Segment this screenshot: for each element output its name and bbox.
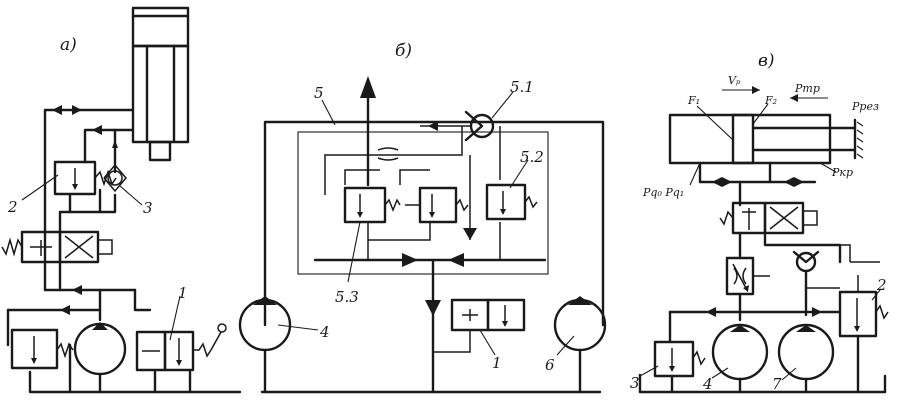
label-b-1: 1 <box>492 354 502 372</box>
label-v-3: 3 <box>630 374 640 392</box>
directional-valve-a <box>1 230 113 264</box>
check-valve-3-a <box>103 163 127 193</box>
label-b-4: 4 <box>319 323 330 341</box>
check-valve-5-1 <box>464 110 495 142</box>
diagram-b: б) <box>238 41 607 394</box>
label-a-3: 3 <box>143 199 153 217</box>
valve-2-a <box>53 160 117 196</box>
label-b-6: 6 <box>545 356 555 374</box>
pump-4-v <box>711 323 769 381</box>
label-b-5-3: 5.3 <box>335 288 359 306</box>
valve-5-3 <box>343 186 401 224</box>
valve-5-2 <box>485 183 538 221</box>
valve-1-b <box>433 298 526 353</box>
label-v-7: 7 <box>772 375 782 393</box>
diagram-v-title: в) <box>758 51 775 71</box>
label-a-2: 2 <box>7 198 18 216</box>
diagram-v: в) <box>630 51 889 394</box>
pump-6 <box>553 296 607 394</box>
pump-7-v <box>777 323 835 381</box>
valve-1-a <box>135 323 227 372</box>
throttle-v <box>725 256 755 296</box>
label-b-5-2: 5.2 <box>520 148 544 166</box>
label-v-2: 2 <box>876 276 887 294</box>
lines-a <box>6 108 242 394</box>
diagram-b-title: б) <box>395 41 412 61</box>
pump-a <box>73 322 127 376</box>
valve-2-v <box>838 275 889 394</box>
label-a-1: 1 <box>178 284 188 302</box>
label-b-5: 5 <box>314 84 324 102</box>
label-v-f1: F₁ <box>687 94 700 107</box>
label-v-vp: Vₚ <box>728 74 741 87</box>
valve-middle-b <box>418 186 469 224</box>
label-v-f2: F₂ <box>764 94 777 107</box>
diagram-a: а) <box>1 6 242 394</box>
pump-4 <box>238 296 292 394</box>
directional-valve-v <box>719 201 818 235</box>
diagram-a-title: а) <box>60 35 77 55</box>
flow-arrows-a <box>52 105 118 315</box>
label-v-4: 4 <box>702 375 713 393</box>
label-v-prez: Pрез <box>851 100 879 113</box>
label-v-ptr: Pтр <box>794 82 820 95</box>
label-v-pq: Pq₀ Pq₁ <box>642 186 684 199</box>
check-valve-v <box>792 250 820 317</box>
label-v-pkr: Pкр <box>831 166 853 179</box>
cylinder-a <box>131 6 190 162</box>
relief-valve-a <box>10 328 74 370</box>
cylinder-v <box>668 113 864 165</box>
valve-3-v <box>653 340 706 378</box>
label-b-5-1: 5.1 <box>510 78 534 96</box>
